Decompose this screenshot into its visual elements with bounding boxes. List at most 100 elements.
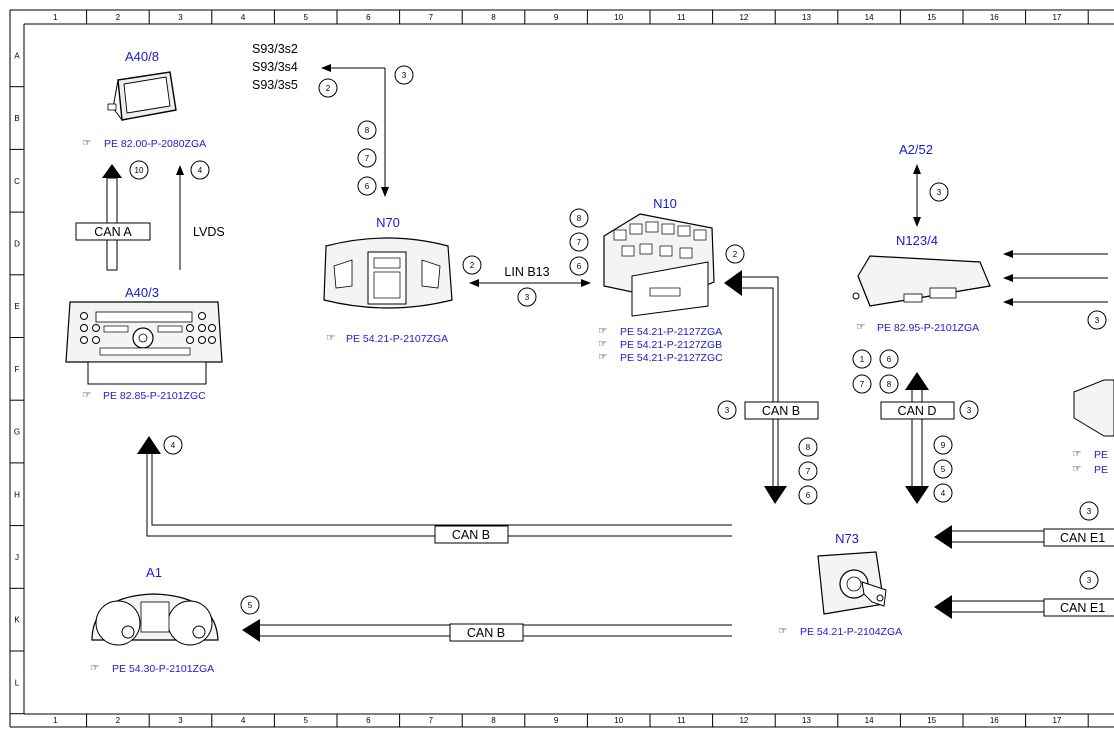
component-n123-4[interactable]: N123/4 ☞ PE 82.95-P-2101ZGA [852,233,991,334]
n10-ref[interactable]: PE 54.21-P-2127ZGB [620,339,722,351]
column-number: 13 [802,716,811,725]
ref-hand-icon: ☞ [598,325,607,337]
a1-label: A1 [146,565,162,580]
ref-hand-icon: ☞ [598,351,607,363]
column-number: 11 [677,716,686,725]
fuse-relay-module-icon [603,213,715,317]
signal-badge: 2 [326,84,331,93]
ref-hand-icon: ☞ [1072,463,1081,475]
ref-hand-icon: ☞ [598,338,607,350]
ref-hand-icon: ☞ [326,332,335,344]
lin-b13-link: LIN B13 2 3 8 7 6 [462,208,591,307]
a40-3-ref[interactable]: PE 82.85-P-2101ZGC [103,390,206,402]
can-a-label: CAN A [94,225,132,239]
row-letter: L [15,678,20,687]
signal-badge: 8 [365,126,370,135]
signal-badge: 9 [941,441,946,450]
column-number: 12 [739,716,748,725]
column-number: 5 [303,13,308,22]
component-n73[interactable]: N73 ☞ PE 54.21-P-2104ZGA [778,531,902,638]
ref-hand-icon: ☞ [90,662,99,674]
column-number: 7 [429,716,434,725]
n123-4-ref[interactable]: PE 82.95-P-2101ZGA [877,322,979,334]
ref-hand-icon: ☞ [82,137,91,149]
n10-ref[interactable]: PE 54.21-P-2127ZGA [620,326,722,338]
n10-ref[interactable]: PE 54.21-P-2127ZGC [620,352,723,364]
row-letter: F [15,365,20,374]
component-a40-3[interactable]: A40/3 ☞ PE 82.85-P-2101ZGC [65,285,223,402]
component-a40-8[interactable]: A40/8 ☞ PE 82.00-P-2080ZGA [82,49,206,150]
signal-badge: 6 [577,262,582,271]
a1-ref[interactable]: PE 54.30-P-2101ZGA [112,663,214,675]
column-number: 13 [802,13,811,22]
column-number: 6 [366,716,371,725]
column-number: 10 [614,716,623,725]
n70-label: N70 [376,215,400,230]
can-b-label: CAN B [467,626,505,640]
lvds-label: LVDS [193,225,225,239]
row-letter: B [14,114,19,123]
signal-badge: 6 [806,491,811,500]
n123-4-label: N123/4 [896,233,938,248]
signal-badge: 3 [725,406,730,415]
column-number: 14 [865,716,874,725]
n73-label: N73 [835,531,859,546]
n73-ref[interactable]: PE 54.21-P-2104ZGA [800,626,902,638]
switch-label: S93/3s5 [252,78,298,92]
can-b-bus-a1: 5 CAN B [240,595,732,642]
signal-badge: 3 [967,406,972,415]
component-a1[interactable]: A1 ☞ PE 54.30-P-2101ZGA [90,565,219,675]
column-number: 15 [927,13,936,22]
n123-4-inputs: 3 [1003,250,1108,330]
can-b-bus-n10: 2 CAN B 3 8 7 6 [717,244,819,505]
row-letter: G [14,428,20,437]
component-n70[interactable]: N70 ☞ PE 54.21-P-2107ZGA [323,215,453,345]
a40-8-label: A40/8 [125,49,159,64]
signal-badge: 1 [860,355,865,364]
signal-badge: 3 [1087,576,1092,585]
column-number: 2 [116,13,121,22]
signal-badge: 8 [577,214,582,223]
lin-b13-label: LIN B13 [504,265,549,279]
a2-52-label: A2/52 [899,142,933,157]
instrument-cluster-icon [91,593,219,646]
signal-badge: 6 [887,355,892,364]
column-number: 12 [739,13,748,22]
signal-badge: 6 [365,182,370,191]
cut-ref: PE [1094,449,1108,461]
can-b-bus-a40-3: 4 CAN B [137,435,732,544]
switch-labels: S93/3s2 S93/3s4 S93/3s5 [252,42,298,92]
row-letter: D [14,239,20,248]
column-number: 9 [554,13,559,22]
can-d-label: CAN D [898,404,937,418]
can-b-label: CAN B [452,528,490,542]
signal-badge: 10 [135,166,144,175]
lvds-line: 4 LVDS [176,160,225,270]
can-e1-label: CAN E1 [1060,531,1105,545]
head-unit-icon [65,301,223,385]
column-number: 16 [990,13,999,22]
row-letter: A [14,51,20,60]
ref-hand-icon: ☞ [82,389,91,401]
column-number: 1 [53,716,58,725]
n70-ref[interactable]: PE 54.21-P-2107ZGA [346,333,448,345]
a40-8-ref[interactable]: PE 82.00-P-2080ZGA [104,138,206,150]
overhead-control-icon [323,237,453,309]
component-cut-off[interactable]: ☞ PE ☞ PE [1072,379,1114,476]
signal-badge: 3 [402,71,407,80]
ref-hand-icon: ☞ [856,321,865,333]
component-n10[interactable]: N10 ☞ PE 54.21-P-2127ZGA ☞ PE 54.21-P-21… [598,196,723,364]
column-number: 2 [116,716,121,725]
cut-ref: PE [1094,464,1108,476]
s93-n70-link: 3 2 8 7 6 [318,64,414,197]
signal-badge: 2 [470,261,475,270]
column-number: 10 [614,13,623,22]
column-number: 4 [241,13,246,22]
column-number: 15 [927,716,936,725]
signal-badge: 3 [1095,316,1100,325]
row-letter: E [14,302,19,311]
column-number: 6 [366,13,371,22]
column-number: 17 [1052,13,1061,22]
telematics-module-icon [852,255,991,307]
